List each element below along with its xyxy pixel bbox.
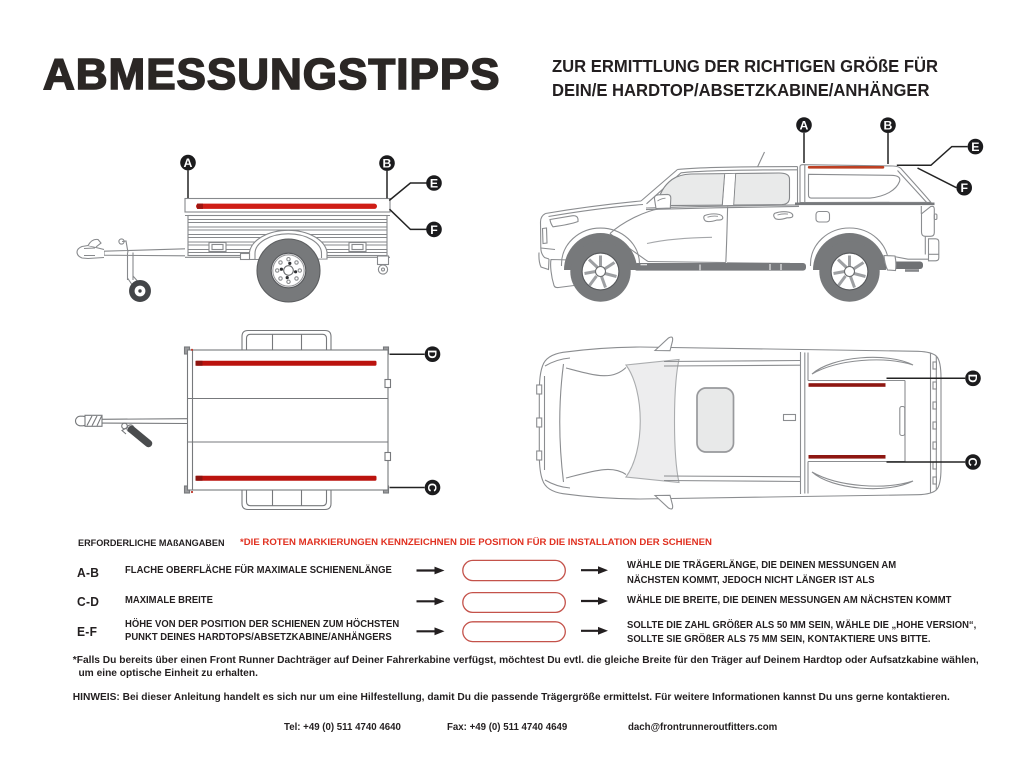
svg-text:D: D xyxy=(966,374,980,383)
svg-text:F: F xyxy=(960,181,968,195)
svg-text:A: A xyxy=(184,156,193,170)
svg-text:B: B xyxy=(383,157,392,171)
svg-text:A: A xyxy=(800,119,809,133)
svg-text:C: C xyxy=(966,458,980,467)
svg-text:F: F xyxy=(430,223,438,237)
svg-text:E: E xyxy=(430,177,438,191)
svg-text:B: B xyxy=(884,119,893,133)
svg-text:C: C xyxy=(425,483,439,492)
svg-text:D: D xyxy=(425,350,439,359)
svg-text:E: E xyxy=(971,140,979,154)
